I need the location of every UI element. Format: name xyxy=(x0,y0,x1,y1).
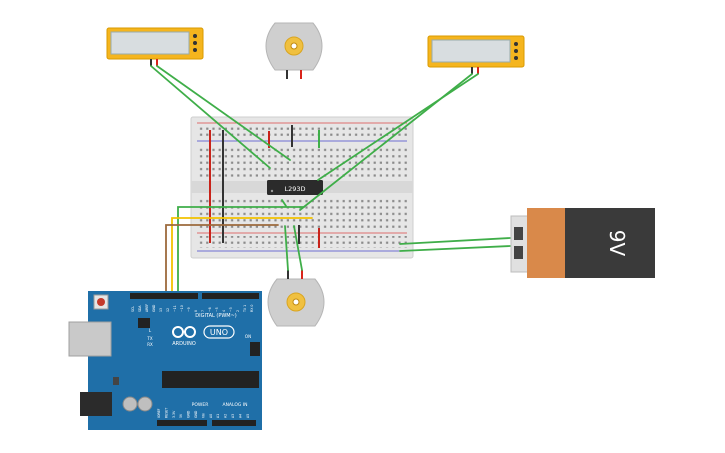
usb-port xyxy=(68,321,112,357)
pin-label: 12 xyxy=(166,308,170,312)
pin-label: GND xyxy=(187,410,191,418)
l-led-label: L xyxy=(149,328,152,333)
battery-9v[interactable]: 9V xyxy=(510,208,655,278)
pin-label: GND xyxy=(194,410,198,418)
pin-label: A3 xyxy=(231,414,235,418)
pin-label: TX 1 xyxy=(243,305,247,313)
pin-label: 5V xyxy=(179,413,183,418)
power-jack xyxy=(80,392,112,416)
power-label: POWER xyxy=(192,402,209,408)
breadboard[interactable] xyxy=(190,116,414,259)
arduino-logo: ARDUINO xyxy=(172,326,196,347)
pin-label: SDA xyxy=(138,305,142,312)
battery-label: 9V xyxy=(605,230,629,257)
pin-label: RESET xyxy=(164,408,168,418)
pin-label: 8 xyxy=(194,310,198,312)
pin-label: 7 xyxy=(201,310,205,312)
pin-label: 3.3V xyxy=(172,410,176,418)
rx-led-label: RX xyxy=(147,342,153,347)
digital-label: DIGITAL (PWM~) xyxy=(195,313,237,319)
pin-label: A1 xyxy=(216,414,220,418)
atmega-chip xyxy=(162,371,259,388)
pin-label: SCL xyxy=(131,306,135,312)
pin-label: 13 xyxy=(159,308,163,312)
pin-label: 4 xyxy=(222,310,226,312)
multimeter-left[interactable] xyxy=(106,27,204,66)
pin-label: AREF xyxy=(145,304,149,312)
pin-label: A4 xyxy=(238,414,242,418)
chip-label: L293D xyxy=(284,185,305,193)
l293d-chip[interactable]: L293D xyxy=(267,180,323,195)
dc-motor-top[interactable] xyxy=(265,22,323,79)
pin-label: ~11 xyxy=(173,305,177,312)
pin-label: ~6 xyxy=(208,307,212,312)
tx-led-label: TX xyxy=(146,336,152,341)
reset-button[interactable] xyxy=(97,298,105,306)
pin-label: IOREF xyxy=(157,408,161,418)
pin-label: ~9 xyxy=(187,307,191,312)
pin-label: ~3 xyxy=(229,307,233,312)
long-wires xyxy=(150,65,511,295)
analog-label: ANALOG IN xyxy=(222,402,247,408)
arduino-model-text: UNO xyxy=(210,328,228,337)
multimeter-right[interactable] xyxy=(427,35,525,74)
pin-label: ~5 xyxy=(215,307,219,312)
pin-label: A2 xyxy=(224,414,228,418)
pin-label: ~10 xyxy=(180,305,184,312)
pin-label: GND xyxy=(152,304,156,312)
pin-label: A0 xyxy=(209,414,213,418)
on-label: ON xyxy=(245,334,251,339)
dc-motor-bottom[interactable] xyxy=(267,270,325,327)
pin-label: A5 xyxy=(246,414,250,418)
pin-label: 2 xyxy=(236,310,240,312)
arduino-logo-text: ARDUINO xyxy=(172,341,196,347)
pin-label: Vin xyxy=(201,413,205,418)
pin-label: RX 0 xyxy=(250,305,254,312)
arduino-uno-board[interactable]: ARDUINO UNO DIGITAL (PWM~) POWER ANALOG … xyxy=(68,291,262,430)
